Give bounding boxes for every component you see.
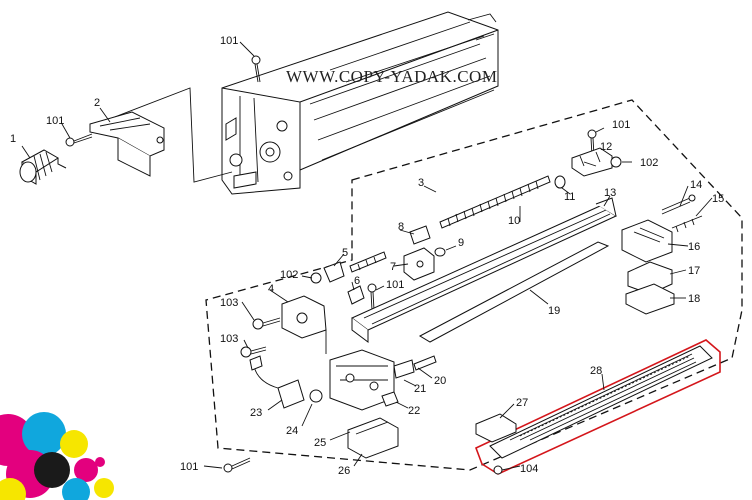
callout-10: 10 xyxy=(508,215,520,227)
part-22-block xyxy=(381,391,399,407)
callout-4: 4 xyxy=(268,283,274,295)
assembly-boundary xyxy=(205,99,743,471)
callout-101-right: 101 xyxy=(612,119,630,131)
main-unit xyxy=(221,11,499,195)
screw-103-upper xyxy=(252,317,281,330)
callout-103-lower: 103 xyxy=(220,333,238,345)
part-6-clip xyxy=(347,285,365,305)
part-5-clip xyxy=(323,261,345,283)
callout-14: 14 xyxy=(690,179,702,191)
part-15-spring xyxy=(671,215,703,233)
callout-7: 7 xyxy=(390,261,396,273)
callout-26: 26 xyxy=(338,465,350,477)
callout-101-left: 101 xyxy=(46,115,64,127)
screw-103-lower xyxy=(240,346,267,358)
part-9-washer xyxy=(434,247,446,257)
callout-25: 25 xyxy=(314,437,326,449)
part-102-washer-right xyxy=(610,156,622,168)
part-27-bracket xyxy=(475,413,517,443)
callout-101-mid: 101 xyxy=(386,279,404,291)
callout-102-left: 102 xyxy=(280,269,298,281)
callout-13: 13 xyxy=(604,187,616,199)
callout-1: 1 xyxy=(10,133,16,145)
leader-lines xyxy=(21,41,713,471)
highlight-region xyxy=(474,339,721,475)
part-4-plate xyxy=(281,295,327,354)
callout-102-right: 102 xyxy=(640,157,658,169)
part-23-motor xyxy=(249,355,305,409)
part-102-washer-left xyxy=(310,272,322,284)
callout-101-top: 101 xyxy=(220,35,238,47)
callout-101-bottom: 101 xyxy=(180,461,198,473)
part-2-bracket xyxy=(89,111,165,177)
callout-23: 23 xyxy=(250,407,262,419)
callout-19: 19 xyxy=(548,305,560,317)
screw-104 xyxy=(493,465,503,475)
callout-27: 27 xyxy=(516,397,528,409)
screw-101-mid xyxy=(367,283,377,311)
callout-2: 2 xyxy=(94,97,100,109)
part-8-clip xyxy=(409,225,431,245)
callout-18: 18 xyxy=(688,293,700,305)
callout-3: 3 xyxy=(418,177,424,189)
part-10-shaft xyxy=(439,175,551,229)
part-26-plate xyxy=(347,417,399,459)
carriage-assembly xyxy=(329,349,415,411)
part-28-guide-rail xyxy=(489,345,713,459)
callout-6: 6 xyxy=(354,275,360,287)
callout-17: 17 xyxy=(688,265,700,277)
part-24-pulley xyxy=(309,389,323,403)
watermark: WWW.COPY-YADAK.COM xyxy=(286,67,497,86)
callout-8: 8 xyxy=(398,221,404,233)
part-14-screw xyxy=(661,194,696,215)
part-20-pin xyxy=(413,355,437,371)
callout-11: 11 xyxy=(564,191,575,203)
callout-104: 104 xyxy=(520,463,538,475)
callout-21: 21 xyxy=(414,383,426,395)
part-12-bracket xyxy=(571,147,613,177)
callout-24: 24 xyxy=(286,425,298,437)
part-11-washer xyxy=(554,175,566,189)
screw-101-top xyxy=(251,55,261,83)
callout-12: 12 xyxy=(600,141,612,153)
callout-15: 15 xyxy=(712,193,724,205)
part-7-holder xyxy=(403,247,435,281)
callout-22: 22 xyxy=(408,405,420,417)
part-19-blade xyxy=(418,241,610,343)
callout-16: 16 xyxy=(688,241,700,253)
callout-20: 20 xyxy=(434,375,446,387)
callout-103-upper: 103 xyxy=(220,297,238,309)
callout-28: 28 xyxy=(590,365,602,377)
part-13-rail xyxy=(351,197,618,343)
screw-101-bottom xyxy=(223,457,251,473)
cmyk-circles-logo xyxy=(0,412,114,500)
callout-9: 9 xyxy=(458,237,464,249)
callout-5: 5 xyxy=(342,247,348,259)
part-shaft-small xyxy=(349,251,387,273)
screw-101-left xyxy=(65,133,93,147)
part-17-holder xyxy=(627,261,673,295)
part-16-bracket xyxy=(621,219,673,263)
part-18-base xyxy=(625,283,675,315)
part-1-knob xyxy=(19,149,67,185)
